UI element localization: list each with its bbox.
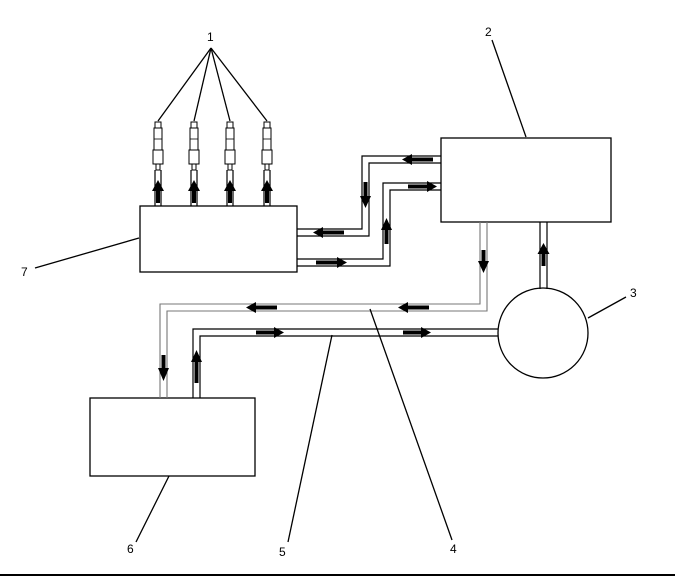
pipe-4-return [158, 222, 489, 398]
callout-3: 3 [630, 286, 637, 300]
callout-1: 1 [207, 30, 214, 44]
leader-6 [135, 475, 170, 543]
bottom-rule [0, 574, 675, 576]
pipe-7-to-2 [297, 181, 441, 268]
pipe-2-to-7 [297, 154, 441, 238]
component-7-box [139, 205, 298, 273]
component-6-box [89, 397, 256, 477]
injector-2 [188, 121, 200, 206]
injector-1 [152, 121, 164, 206]
callout-6: 6 [127, 542, 134, 556]
injector-3 [224, 121, 236, 206]
leader-4 [369, 308, 453, 541]
leader-2 [491, 39, 527, 138]
leader-7 [34, 237, 140, 269]
component-2-box [440, 137, 612, 223]
injector-4 [261, 121, 273, 206]
callout-7: 7 [21, 265, 28, 279]
leader-3 [587, 296, 627, 319]
callout-5: 5 [279, 545, 286, 559]
component-3-circle [497, 287, 589, 379]
callout-2: 2 [485, 25, 492, 39]
pipe-3-to-2 [537, 222, 550, 289]
pipe-5-supply [191, 327, 498, 398]
leader-5 [287, 334, 333, 543]
leader-1 [157, 47, 268, 122]
callout-4: 4 [450, 542, 457, 556]
